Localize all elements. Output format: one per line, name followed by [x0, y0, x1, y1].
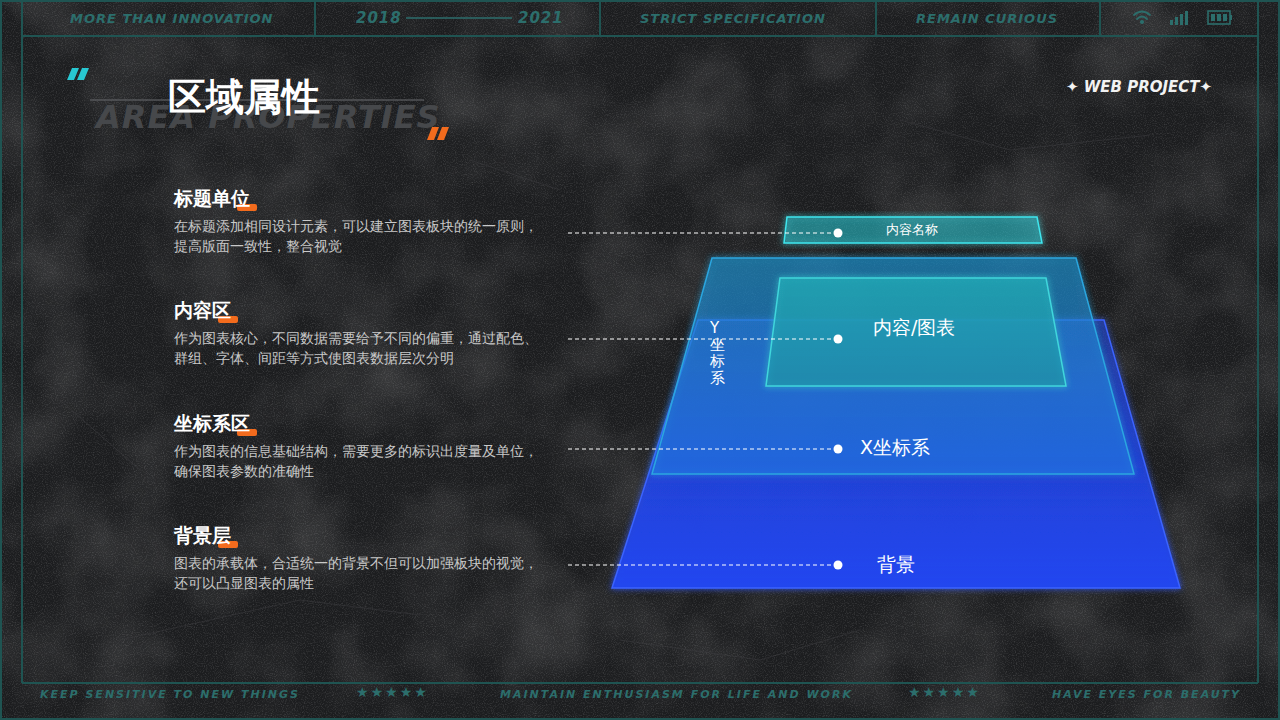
footer-stars: ★★★★★: [908, 684, 981, 700]
axis-label: X坐标系: [860, 435, 930, 461]
header-year: 2021: [518, 9, 564, 27]
header-slogan: REMAIN CURIOUS: [916, 11, 1058, 26]
content-layer: 内容/图表: [766, 278, 1066, 386]
trapezoid: [784, 217, 1042, 243]
axis-label: Y坐标系: [710, 320, 725, 386]
footer-slogan: MAINTAIN ENTHUSIASM FOR LIFE AND WORK: [500, 688, 853, 701]
layer-label: 内容名称: [886, 221, 938, 239]
section-body: 作为图表核心，不同数据需要给予不同的偏重，通过配色、群组、字体、间距等方式使图表…: [174, 328, 542, 368]
footer-stars: ★★★★★: [356, 684, 429, 700]
section-body: 作为图表的信息基础结构，需要更多的标识出度量及单位，确保图表参数的准确性: [174, 441, 542, 481]
title-layer: 内容名称: [780, 214, 1046, 246]
header-slogan: STRICT SPECIFICATION: [640, 11, 826, 26]
coordinate-layer: Y坐标系 X坐标系 内容/图表: [652, 258, 1134, 474]
header-year: 2018: [356, 9, 402, 27]
layer-label: 背景: [877, 552, 915, 578]
trapezoid: [766, 278, 1066, 386]
footer-slogan: HAVE EYES FOR BEAUTY: [1052, 688, 1241, 701]
section-body: 在标题添加相同设计元素，可以建立图表板块的统一原则，提高版面一致性，整合视觉: [174, 216, 542, 256]
trapezoid: [612, 320, 1180, 588]
section-body: 图表的承载体，合适统一的背景不但可以加强板块的视觉，还可以凸显图表的属性: [174, 553, 542, 593]
project-tag: ✦ WEB PROJECT✦: [1066, 78, 1212, 96]
section-heading: 内容区: [174, 298, 231, 324]
header-slogan: MORE THAN INNOVATION: [70, 11, 273, 26]
slide-title: 区域属性: [168, 72, 320, 123]
trapezoid: [652, 258, 1134, 474]
layer-label: 内容/图表: [873, 315, 955, 341]
section-heading: 坐标系区: [174, 411, 250, 437]
section-heading: 背景层: [174, 523, 231, 549]
section-heading: 标题单位: [174, 186, 250, 212]
footer-slogan: KEEP SENSITIVE TO NEW THINGS: [40, 688, 300, 701]
